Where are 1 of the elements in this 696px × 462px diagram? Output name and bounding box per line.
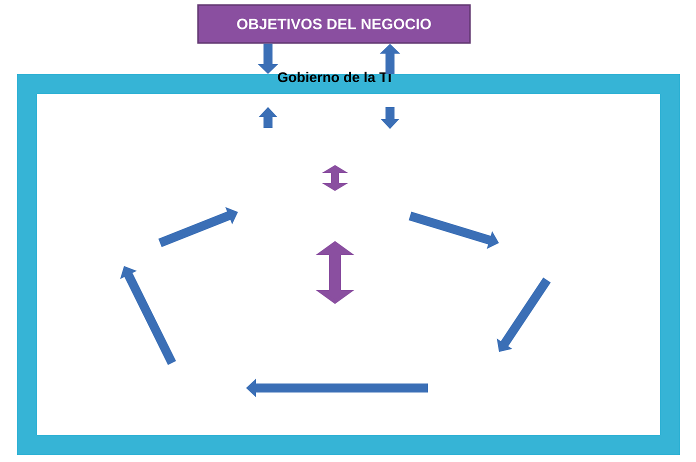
- title-box: OBJETIVOS DEL NEGOCIO: [197, 4, 471, 44]
